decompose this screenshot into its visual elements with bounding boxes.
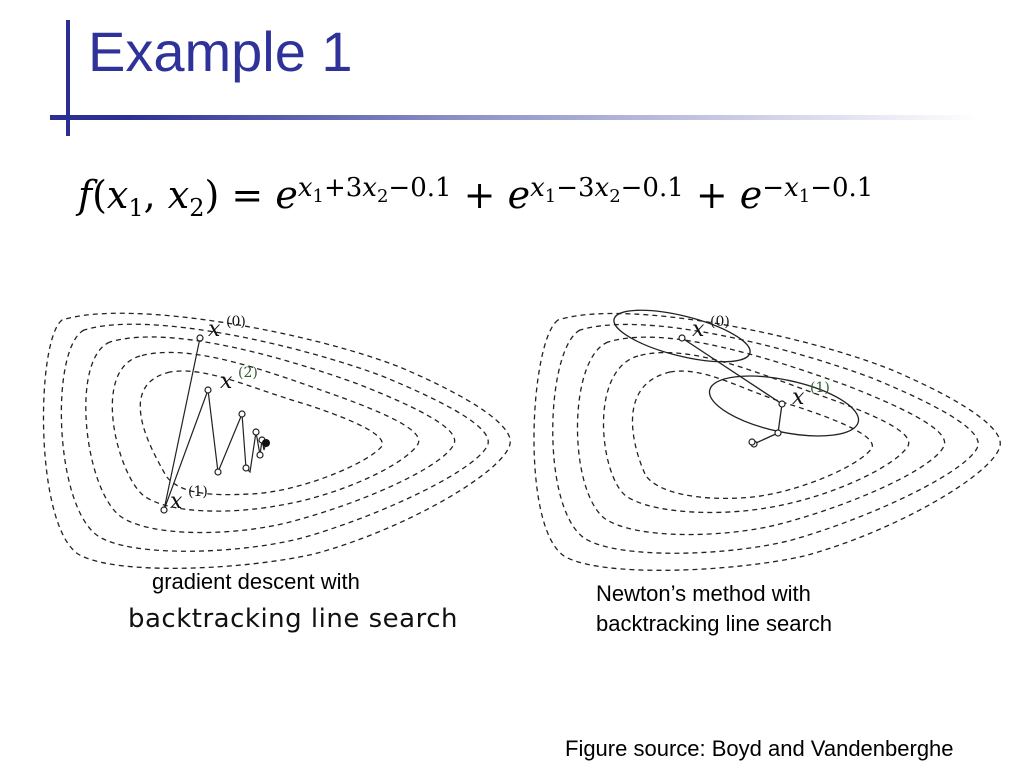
contour-level-2 xyxy=(111,351,420,512)
newton-caption: Newton’s method with backtracking line s… xyxy=(596,579,896,639)
gradient-descent-optimum xyxy=(262,439,270,447)
gradient-descent-plot: x (0) x (2) x (1) xyxy=(40,300,511,570)
contour-level-4 xyxy=(60,323,489,552)
newton-ellipse-x0 xyxy=(613,309,751,363)
label-x1-sup: (1) xyxy=(810,380,830,396)
contour-level-3 xyxy=(85,336,456,534)
contour-level-1 xyxy=(139,370,383,496)
label-x1: x xyxy=(170,489,183,514)
newton-caption-line2: backtracking line search xyxy=(596,611,833,636)
gradient-descent-path xyxy=(163,337,267,511)
contour-level-2 xyxy=(602,352,910,514)
gradient-descent-caption-line1: gradient descent with xyxy=(152,569,360,594)
contour-level-5 xyxy=(42,312,511,569)
label-x1: x xyxy=(792,385,805,410)
label-x0: x xyxy=(692,317,705,342)
contour-level-3 xyxy=(576,336,946,536)
title-underline-bar xyxy=(50,115,980,120)
title-accent-vertical-bar xyxy=(66,20,70,136)
newton-method-plot: x (0) x (1) xyxy=(520,300,1001,571)
label-x2-sup: (2) xyxy=(238,365,258,381)
slide-title: Example 1 xyxy=(88,20,353,83)
label-x0-sup: (0) xyxy=(226,314,246,330)
contour-level-4 xyxy=(552,323,979,554)
contour-level-5 xyxy=(533,312,1001,571)
gradient-descent-caption-line2: backtracking line search xyxy=(128,604,458,634)
newton-caption-line1: Newton’s method with xyxy=(596,581,811,606)
objective-formula: f(x1, x2) = ex1+3x2−0.1 + ex1−3x2−0.1 + … xyxy=(78,173,874,222)
label-x0: x xyxy=(208,317,221,342)
label-x0-sup: (0) xyxy=(710,314,730,330)
label-x1-sup: (1) xyxy=(188,484,208,500)
label-x2: x xyxy=(220,369,233,394)
figure-source: Figure source: Boyd and Vandenberghe xyxy=(565,736,954,761)
